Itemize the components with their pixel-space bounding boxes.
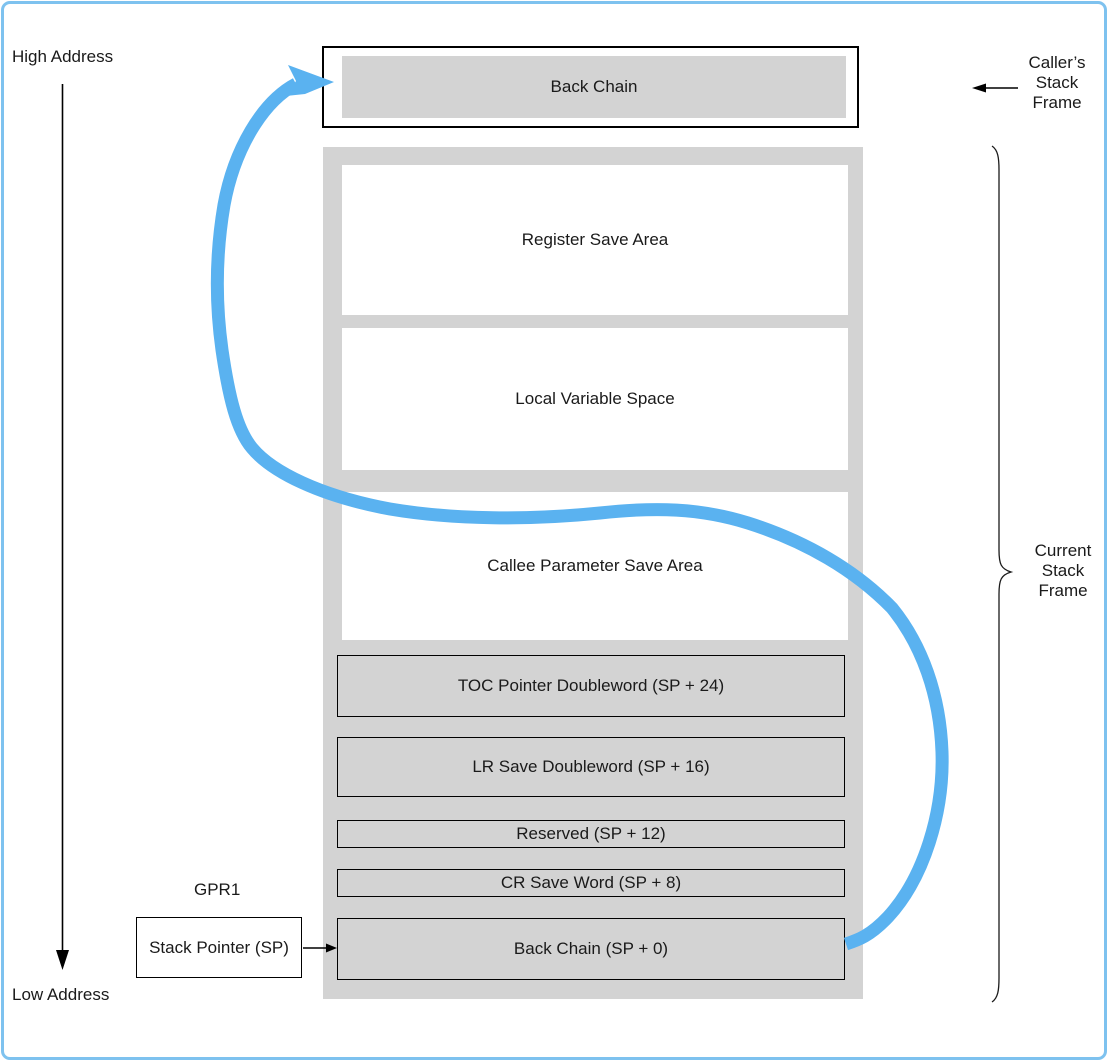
gpr1-label: GPR1 <box>194 880 241 899</box>
current-stack-frame-line3: Frame <box>1038 581 1088 600</box>
caller-back-chain-cell: Back Chain <box>342 56 846 118</box>
current-stack-frame-line1: Current <box>1034 541 1092 560</box>
register-save-area-label: Register Save Area <box>521 230 669 249</box>
register-save-area-box: Register Save Area <box>342 165 848 315</box>
lr-save-slot-label: LR Save Doubleword (SP + 16) <box>472 757 710 776</box>
local-variable-space-label: Local Variable Space <box>515 389 675 408</box>
callee-parameter-save-area-label: Callee Parameter Save Area <box>487 556 703 575</box>
callers-stack-frame-line1: Caller’s <box>1028 53 1086 72</box>
caller-frame-arrow <box>972 83 1018 93</box>
back-chain-slot-label: Back Chain (SP + 0) <box>513 939 669 958</box>
toc-pointer-slot: TOC Pointer Doubleword (SP + 24) <box>337 655 845 717</box>
toc-pointer-slot-label: TOC Pointer Doubleword (SP + 24) <box>457 676 725 695</box>
callers-stack-frame-line2: Stack <box>1035 73 1079 92</box>
lr-save-slot: LR Save Doubleword (SP + 16) <box>337 737 845 797</box>
callers-stack-frame-line3: Frame <box>1032 93 1082 112</box>
current-frame-brace <box>991 145 1014 1003</box>
low-address-label: Low Address <box>12 985 110 1004</box>
reserved-slot: Reserved (SP + 12) <box>337 820 845 848</box>
current-stack-frame-label: Current Stack Frame <box>1019 541 1107 601</box>
high-address-label: High Address <box>12 47 114 66</box>
cr-save-word-slot: CR Save Word (SP + 8) <box>337 869 845 897</box>
callers-stack-frame-label: Caller’s Stack Frame <box>1013 53 1101 113</box>
local-variable-space-box: Local Variable Space <box>342 328 848 470</box>
callee-parameter-save-area-box: Callee Parameter Save Area <box>342 492 848 640</box>
current-stack-frame-line2: Stack <box>1041 561 1085 580</box>
reserved-slot-label: Reserved (SP + 12) <box>516 824 666 843</box>
address-direction-arrow <box>56 84 69 970</box>
back-chain-slot: Back Chain (SP + 0) <box>337 918 845 980</box>
stack-pointer-label: Stack Pointer (SP) <box>149 937 289 957</box>
stack-pointer-box: Stack Pointer (SP) <box>136 917 302 978</box>
caller-back-chain-box: Back Chain <box>322 46 859 128</box>
cr-save-word-slot-label: CR Save Word (SP + 8) <box>500 873 682 892</box>
